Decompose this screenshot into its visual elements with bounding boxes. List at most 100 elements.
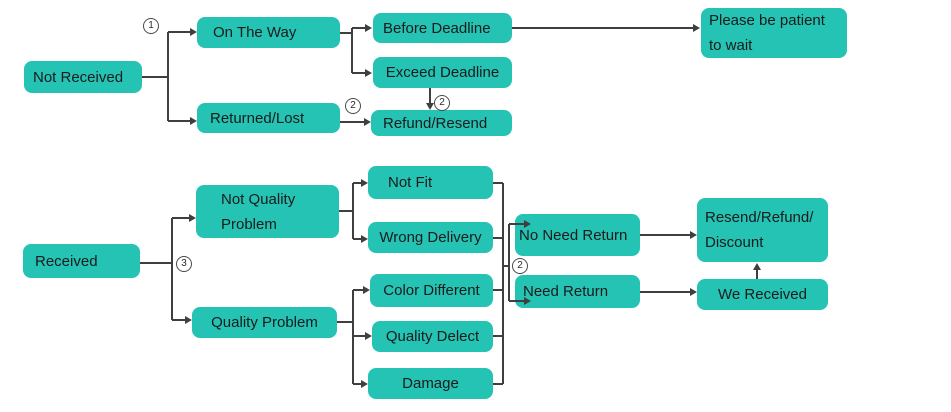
arrow-right-icon	[365, 24, 372, 32]
flow-node-label: Received	[35, 252, 98, 270]
flow-node-label: Please be patient	[709, 12, 825, 29]
connector-segment	[493, 237, 503, 239]
flow-node-label: Color Different	[383, 282, 480, 299]
flow-node-exceed-deadline: Exceed Deadline	[373, 57, 512, 88]
flow-node-label: Exceed Deadline	[385, 64, 500, 81]
connector-segment	[353, 238, 362, 240]
flow-node-label: Resend/Refund/	[705, 209, 814, 226]
flow-node-label: On The Way	[213, 24, 297, 41]
step-badge-step-2-return: 2	[512, 258, 528, 274]
flow-node-label: Wrong Delivery	[379, 229, 482, 246]
flow-node-we-received: We Received	[697, 279, 828, 310]
connector-segment	[353, 335, 366, 337]
flow-node-resend-refund-discount: Resend/Refund/Discount	[697, 198, 828, 262]
flow-node-refund-resend: Refund/Resend	[371, 110, 512, 136]
flow-node-color-different: Color Different	[370, 274, 493, 307]
arrow-right-icon	[190, 117, 197, 125]
step-badge-step-3: 3	[176, 256, 192, 272]
flow-node-wrong-delivery: Wrong Delivery	[368, 222, 493, 253]
connector-segment	[140, 262, 172, 264]
flow-node-label: to wait	[709, 37, 753, 54]
flow-node-label: Quality Problem	[211, 314, 318, 331]
connector-segment	[339, 210, 353, 212]
flow-node-label: Not Received	[33, 68, 124, 86]
flow-node-label: Refund/Resend	[383, 114, 488, 132]
connector-segment	[640, 291, 691, 293]
step-badge-step-2-exceed: 2	[434, 95, 450, 111]
connector-segment	[351, 28, 353, 73]
arrow-right-icon	[190, 28, 197, 36]
connector-segment	[340, 32, 352, 34]
flow-node-label: We Received	[718, 286, 807, 303]
arrow-right-icon	[524, 220, 531, 228]
connector-segment	[337, 321, 353, 323]
connector-segment	[352, 72, 366, 74]
arrow-up-icon	[753, 263, 761, 270]
flow-node-label: Not Fit	[388, 174, 433, 191]
connector-segment	[352, 183, 354, 239]
flow-node-label: Problem	[221, 215, 277, 233]
connector-segment	[493, 383, 503, 385]
flow-node-label: Discount	[705, 234, 764, 251]
arrow-right-icon	[185, 316, 192, 324]
connector-segment	[340, 121, 365, 123]
connector-segment	[640, 234, 691, 236]
connector-segment	[512, 27, 695, 29]
arrow-right-icon	[365, 69, 372, 77]
flow-node-returned-lost: Returned/Lost	[197, 103, 340, 133]
connector-segment	[172, 319, 186, 321]
connector-segment	[353, 182, 362, 184]
arrow-down-icon	[426, 103, 434, 110]
connector-segment	[756, 269, 758, 279]
flow-node-not-fit: Not Fit	[368, 166, 493, 199]
connector-segment	[493, 289, 503, 291]
flow-node-label: Quality Delect	[385, 328, 480, 345]
connector-segment	[493, 335, 503, 337]
connector-segment	[353, 383, 362, 385]
connector-segment	[509, 300, 525, 302]
connector-segment	[508, 224, 510, 301]
arrow-right-icon	[364, 118, 371, 126]
connector-segment	[168, 31, 191, 33]
flow-node-need-return: Need Return	[515, 275, 640, 308]
arrow-right-icon	[363, 286, 370, 294]
connector-segment	[142, 76, 168, 78]
arrow-right-icon	[365, 332, 372, 340]
arrow-right-icon	[361, 380, 368, 388]
connector-segment	[353, 289, 364, 291]
flow-node-label: Returned/Lost	[210, 109, 305, 127]
flow-node-before-deadline: Before Deadline	[373, 13, 512, 43]
connector-segment	[168, 120, 191, 122]
flow-node-label: No Need Return	[519, 226, 628, 244]
arrow-right-icon	[361, 179, 368, 187]
flow-node-please-be-patient: Please be patient to wait	[701, 8, 847, 58]
flow-node-received: Received	[23, 244, 140, 278]
arrow-right-icon	[524, 297, 531, 305]
flow-node-quality-delect: Quality Delect	[372, 321, 493, 352]
connector-segment	[429, 88, 431, 104]
arrow-right-icon	[690, 231, 697, 239]
flow-node-damage: Damage	[368, 368, 493, 399]
arrow-right-icon	[189, 214, 196, 222]
arrow-right-icon	[693, 24, 700, 32]
arrow-right-icon	[361, 235, 368, 243]
arrow-right-icon	[690, 288, 697, 296]
connector-segment	[502, 183, 504, 384]
flow-node-label: Damage	[402, 375, 459, 392]
step-badge-step-1: 1	[143, 18, 159, 34]
connector-segment	[172, 217, 190, 219]
connector-segment	[503, 265, 509, 267]
flow-node-quality-problem: Quality Problem	[192, 307, 337, 338]
flow-node-label: Before Deadline	[383, 19, 491, 37]
connector-segment	[352, 290, 354, 384]
flow-node-label: Not Quality	[221, 190, 296, 208]
flow-node-label: Need Return	[523, 283, 609, 300]
flow-node-not-received: Not Received	[24, 61, 142, 93]
flow-node-on-the-way: On The Way	[197, 17, 340, 48]
connector-segment	[493, 182, 503, 184]
step-badge-step-2-returned: 2	[345, 98, 361, 114]
connector-segment	[509, 223, 525, 225]
connector-segment	[171, 218, 173, 320]
